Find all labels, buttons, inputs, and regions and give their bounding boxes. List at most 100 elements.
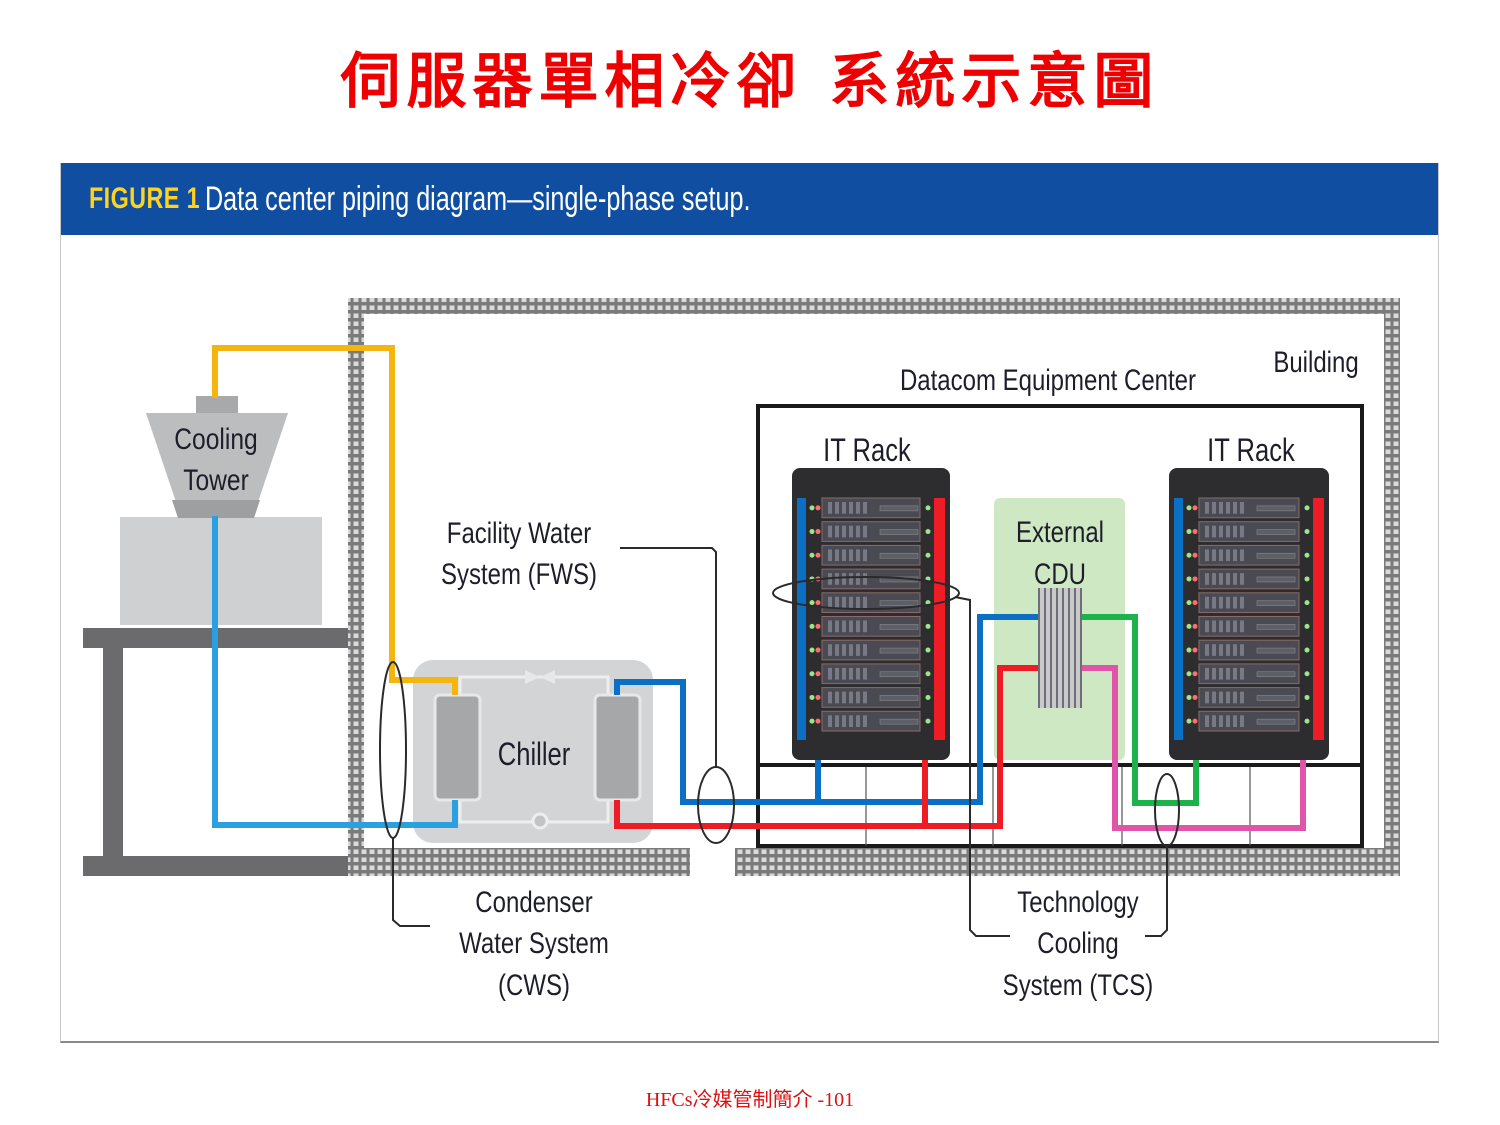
server-inlet-led xyxy=(809,647,815,653)
server-vent xyxy=(1219,549,1223,562)
server-vent xyxy=(1226,549,1230,562)
cooling-tower-label-2: Tower xyxy=(183,463,249,497)
server-status-led xyxy=(1304,600,1310,606)
server-unit xyxy=(1198,663,1300,685)
server-drive-bay xyxy=(1256,552,1296,559)
server-vent xyxy=(1240,549,1244,562)
server-vent xyxy=(835,715,839,727)
pipe-condenser-return xyxy=(212,516,458,828)
figure-label: FIGURE 1 xyxy=(89,182,201,215)
server-status-led xyxy=(925,671,931,677)
pipes xyxy=(212,345,1306,831)
server-inlet-led xyxy=(809,694,815,700)
server-vent xyxy=(1205,667,1209,680)
tcs-leader-right xyxy=(1145,846,1168,937)
tcs-label-2: Cooling xyxy=(1037,925,1118,959)
server-outlet-led xyxy=(1192,647,1198,653)
server-outlet-led xyxy=(1192,718,1198,724)
server-outlet-led xyxy=(815,623,821,629)
server-vent xyxy=(842,644,846,656)
server-outlet-led xyxy=(1192,600,1198,606)
server-inlet-led xyxy=(1186,552,1192,558)
server-vent xyxy=(842,525,846,538)
server-vent xyxy=(1240,596,1244,609)
server-status-led xyxy=(925,623,931,629)
server-inlet-led xyxy=(809,623,815,629)
server-vent xyxy=(849,525,853,538)
server-status-led xyxy=(925,552,931,558)
server-vent xyxy=(1205,644,1209,656)
building-wall-left xyxy=(348,298,364,876)
it-rack-right xyxy=(1169,468,1329,770)
server-vent xyxy=(1205,502,1209,514)
server-inlet-led xyxy=(1186,671,1192,677)
cooling-tower-cone xyxy=(146,413,288,502)
diagram-labels: Cooling Tower Building Datacom Equipment… xyxy=(174,344,1358,1001)
server-vent xyxy=(828,667,832,680)
server-outlet-led xyxy=(1192,529,1198,535)
server-vent xyxy=(1233,644,1237,656)
server-vent xyxy=(842,667,846,680)
server-vent xyxy=(856,525,860,538)
building-wall-top xyxy=(348,298,1400,314)
server-drive-bay xyxy=(879,718,919,725)
rack-inlet-stub xyxy=(815,760,821,770)
server-vent xyxy=(842,620,846,633)
cooling-tower-fan xyxy=(196,396,238,413)
server-inlet-led xyxy=(1186,576,1192,582)
fws-label-2: System (FWS) xyxy=(441,556,597,590)
server-vent xyxy=(1212,620,1216,633)
server-vent xyxy=(828,596,832,609)
server-unit xyxy=(1198,639,1300,661)
server-vent xyxy=(1233,573,1237,585)
server-vent xyxy=(1240,667,1244,680)
server-vent xyxy=(1219,620,1223,633)
server-vent xyxy=(863,644,867,656)
server-vent xyxy=(1205,549,1209,562)
server-vent xyxy=(835,596,839,609)
server-vent xyxy=(1212,644,1216,656)
server-vent xyxy=(835,549,839,562)
server-vent xyxy=(849,549,853,562)
building-wall-right xyxy=(1384,298,1400,876)
server-unit xyxy=(1198,616,1300,637)
server-vent xyxy=(1240,620,1244,633)
server-status-led xyxy=(1304,576,1310,582)
server-unit xyxy=(821,639,921,661)
server-drive-bay xyxy=(1256,600,1296,606)
cws-label-3: (CWS) xyxy=(498,967,570,1001)
server-vent xyxy=(1233,620,1237,633)
server-drive-bay xyxy=(1256,505,1296,512)
server-unit xyxy=(1198,544,1300,566)
server-status-led xyxy=(1304,694,1310,700)
server-vent xyxy=(856,502,860,514)
server-vent xyxy=(1240,715,1244,727)
server-vent xyxy=(849,596,853,609)
server-outlet-led xyxy=(815,600,821,606)
server-vent xyxy=(1205,620,1209,633)
cws-label-2: Water System xyxy=(459,925,609,959)
building-floor-left xyxy=(348,848,690,876)
server-vent xyxy=(1205,596,1209,609)
server-unit xyxy=(821,497,921,519)
server-vent xyxy=(1226,525,1230,538)
cdu-heat-exchanger xyxy=(1038,588,1082,708)
fws-label-1: Facility Water xyxy=(447,515,591,549)
server-status-led xyxy=(925,694,931,700)
tcs-label-1: Technology xyxy=(1017,884,1139,918)
server-inlet-led xyxy=(809,671,815,677)
server-vent xyxy=(1212,549,1216,562)
server-vent xyxy=(1240,573,1244,585)
server-status-led xyxy=(1304,623,1310,629)
server-vent xyxy=(1226,691,1230,704)
server-drive-bay xyxy=(879,505,919,512)
cdu-label-2: CDU xyxy=(1034,556,1086,590)
server-outlet-led xyxy=(1192,623,1198,629)
server-vent xyxy=(849,620,853,633)
server-inlet-led xyxy=(1186,600,1192,606)
rack-manifold-supply xyxy=(797,498,806,740)
server-vent xyxy=(1240,644,1244,656)
server-vent xyxy=(1226,644,1230,656)
server-vent xyxy=(835,644,839,656)
